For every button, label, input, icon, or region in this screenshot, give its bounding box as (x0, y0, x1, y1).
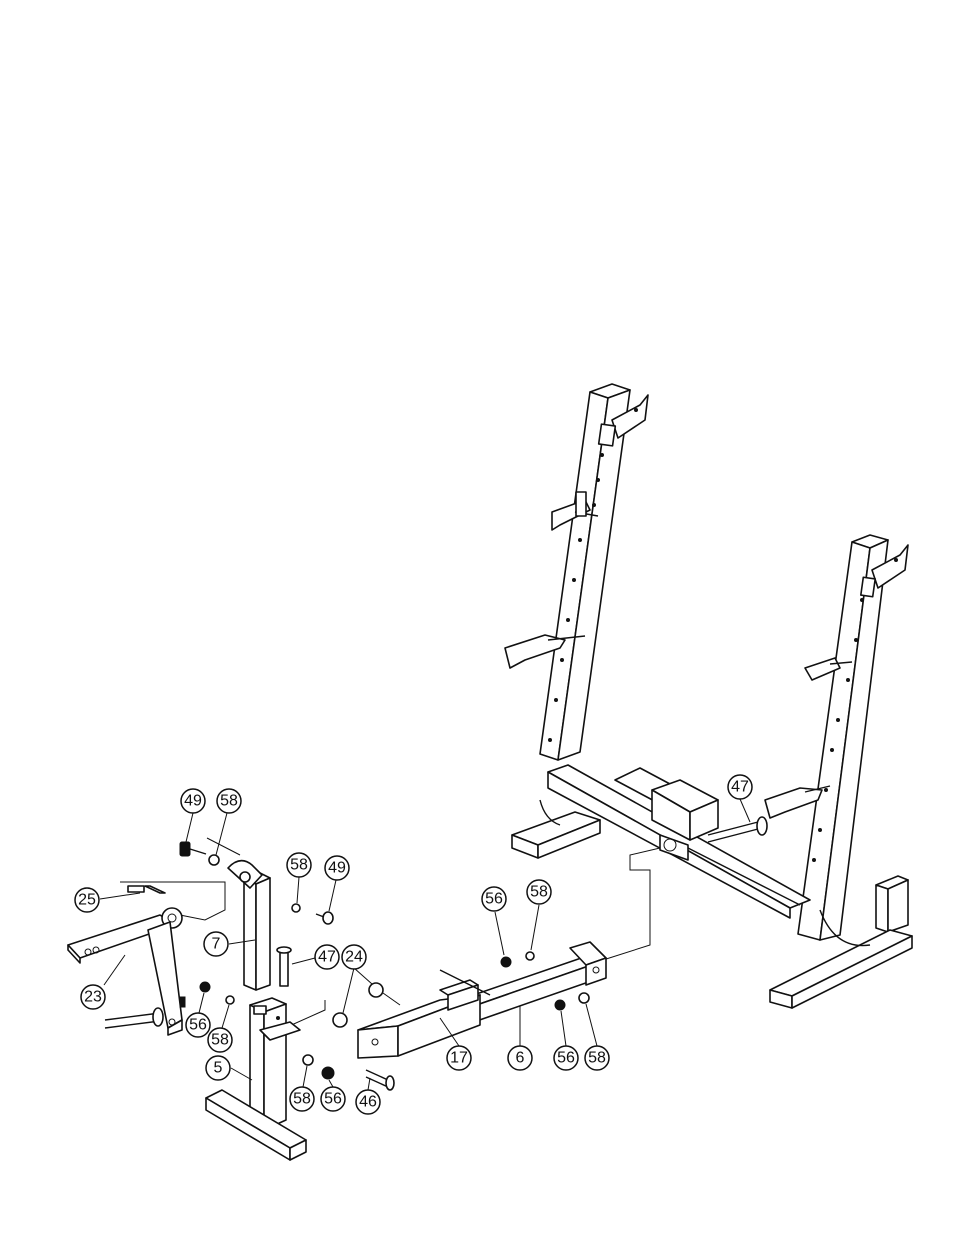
leg-extension-arm (67, 885, 186, 1036)
nut-56-left (199, 981, 211, 993)
svg-text:58: 58 (211, 1032, 229, 1049)
svg-text:47: 47 (318, 949, 336, 966)
callout-17: 17 (446, 1045, 472, 1071)
callout-47: 47 (314, 944, 340, 970)
callout-24: 24 (341, 944, 367, 970)
upper-post (227, 859, 271, 991)
svg-text:17: 17 (450, 1050, 468, 1067)
rear-cross-members (547, 764, 811, 919)
washer-58-stand (225, 995, 235, 1005)
bolt-47-rear (756, 816, 768, 836)
callouts: 49 58 58 49 25 7 47 24 23 56 58 5 58 56 … (74, 774, 753, 1115)
callout-58: 58 (216, 788, 242, 814)
callout-56: 56 (320, 1086, 346, 1112)
left-upright-rear (504, 383, 649, 859)
svg-text:58: 58 (290, 857, 308, 874)
callout-58: 58 (584, 1045, 610, 1071)
cap-24-upper (368, 982, 384, 998)
svg-text:47: 47 (731, 779, 749, 796)
callout-47: 47 (727, 774, 753, 800)
washer-58-beam (525, 951, 535, 961)
sliding-tube (357, 969, 491, 1059)
front-stand (205, 997, 307, 1161)
cap-24-lower (332, 1012, 348, 1028)
svg-text:25: 25 (78, 892, 96, 909)
callout-49: 49 (180, 788, 206, 814)
callout-6: 6 (507, 1045, 533, 1071)
svg-text:56: 56 (189, 1017, 207, 1034)
callout-58: 58 (526, 879, 552, 905)
callout-58: 58 (289, 1086, 315, 1112)
bolt-49-right (322, 911, 334, 925)
bolt-47-upper (279, 949, 289, 987)
svg-text:23: 23 (84, 989, 102, 1006)
right-upright-front (764, 534, 913, 1009)
callout-7: 7 (203, 931, 229, 957)
svg-text:58: 58 (293, 1091, 311, 1108)
svg-text:58: 58 (220, 793, 238, 810)
alignment-guides (120, 837, 661, 1041)
svg-text:56: 56 (324, 1091, 342, 1108)
washer-58-beam-lower (578, 992, 590, 1004)
svg-text:56: 56 (557, 1050, 575, 1067)
nut-56-beam (500, 956, 512, 968)
callout-56: 56 (481, 886, 507, 912)
leader-lines (99, 798, 751, 1091)
svg-text:46: 46 (359, 1094, 377, 1111)
nut-56-lower (321, 1066, 335, 1080)
washer-58-left (208, 854, 220, 866)
callout-58: 58 (207, 1027, 233, 1053)
bolt-49-left (179, 841, 191, 857)
svg-text:58: 58 (530, 884, 548, 901)
washer-58-lower (302, 1054, 314, 1066)
callout-49: 49 (324, 855, 350, 881)
svg-text:49: 49 (184, 793, 202, 810)
svg-text:6: 6 (516, 1050, 525, 1067)
callout-25: 25 (74, 887, 100, 913)
bolt-46 (385, 1075, 395, 1091)
svg-text:58: 58 (588, 1050, 606, 1067)
callout-5: 5 (205, 1055, 231, 1081)
callout-58: 58 (286, 852, 312, 878)
svg-text:7: 7 (212, 936, 221, 953)
callout-23: 23 (80, 984, 106, 1010)
washer-58-right (291, 903, 301, 913)
callout-46: 46 (355, 1089, 381, 1115)
callout-56: 56 (185, 1012, 211, 1038)
callout-56: 56 (553, 1045, 579, 1071)
svg-text:56: 56 (485, 891, 503, 908)
hardware (179, 816, 768, 1091)
svg-text:5: 5 (214, 1060, 223, 1077)
nut-56-beam-lower (554, 999, 566, 1011)
svg-text:49: 49 (328, 860, 346, 877)
svg-text:24: 24 (345, 949, 363, 966)
